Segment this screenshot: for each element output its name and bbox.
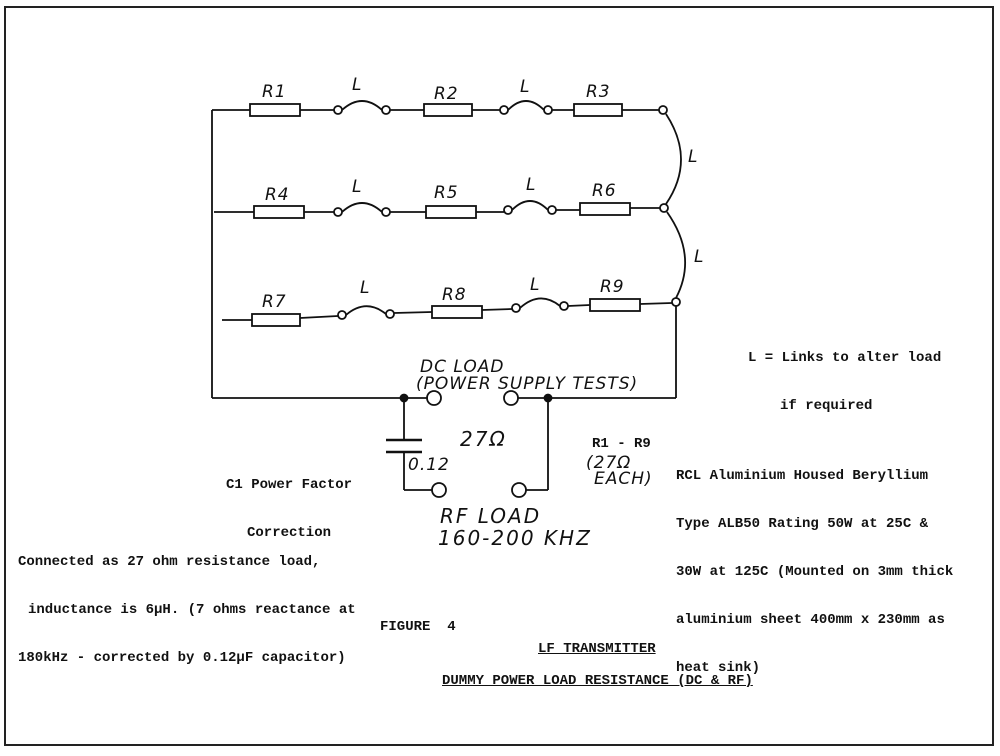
label-r2: R2 [434, 84, 459, 104]
label-r6: R6 [592, 181, 617, 201]
dc-terminal-right [503, 390, 519, 406]
row-1 [212, 100, 668, 117]
resistor-r6 [579, 202, 631, 216]
figure-subtitle: DUMMY POWER LOAD RESISTANCE (DC & RF) [442, 673, 753, 689]
link-l [341, 100, 383, 111]
rf-load-frequency: 160-200 KHZ [438, 526, 592, 550]
row-3 [222, 297, 681, 398]
resistor-r4 [253, 205, 305, 219]
resistor-r2 [423, 103, 473, 117]
link-l [345, 305, 387, 316]
link-l [519, 297, 561, 309]
c1-note: C1 Power Factor Correction [226, 477, 353, 541]
figure-number: FIGURE 4 [380, 619, 456, 635]
r-range-label: R1 - R9 [592, 436, 651, 452]
label-link: L [530, 275, 540, 295]
resistor-spec-note: RCL Aluminium Housed Beryllium Type ALB5… [676, 468, 954, 676]
dc-terminal-left [426, 390, 442, 406]
label-r5: R5 [434, 183, 459, 203]
label-link: L [526, 175, 536, 195]
label-link: L [694, 247, 704, 267]
label-r3: R3 [586, 82, 611, 102]
resistance-value: 27Ω [460, 427, 507, 451]
label-link: L [352, 177, 362, 197]
link-terminal [333, 105, 343, 115]
rf-terminal-left [431, 482, 447, 498]
resistor-r8 [431, 305, 483, 319]
label-r4: R4 [265, 185, 290, 205]
resistor-r5 [425, 205, 477, 219]
link-l-vertical-2 [666, 211, 687, 299]
label-r8: R8 [442, 285, 467, 305]
link-l [507, 100, 545, 111]
rf-terminal-right [511, 482, 527, 498]
label-r1: R1 [262, 82, 287, 102]
resistor-r9 [589, 298, 641, 312]
dc-load-label: DC LOAD [420, 357, 504, 377]
link-l [511, 200, 549, 211]
resistor-r1 [249, 103, 301, 117]
links-note: L = Links to alter load if required [748, 350, 942, 414]
resistor-r7 [251, 313, 301, 327]
each-value: (27Ω [586, 453, 631, 473]
label-link: L [520, 77, 530, 97]
label-link: L [352, 75, 362, 95]
each-label: EACH) [594, 469, 653, 489]
label-r7: R7 [262, 292, 287, 312]
label-r9: R9 [600, 277, 625, 297]
figure-border [4, 6, 994, 746]
link-l [341, 202, 383, 213]
rf-load-label: RF LOAD [440, 504, 541, 528]
label-link: L [688, 147, 698, 167]
link-l-vertical-1 [665, 113, 682, 205]
figure-title: LF TRANSMITTER [538, 641, 656, 657]
row-2 [214, 200, 669, 219]
dc-load-sublabel: (POWER SUPPLY TESTS) [416, 374, 638, 394]
capacitor-value: 0.12 [408, 455, 450, 475]
resistor-r3 [573, 103, 623, 117]
connection-note: Connected as 27 ohm resistance load, ind… [18, 554, 356, 666]
label-link: L [360, 278, 370, 298]
